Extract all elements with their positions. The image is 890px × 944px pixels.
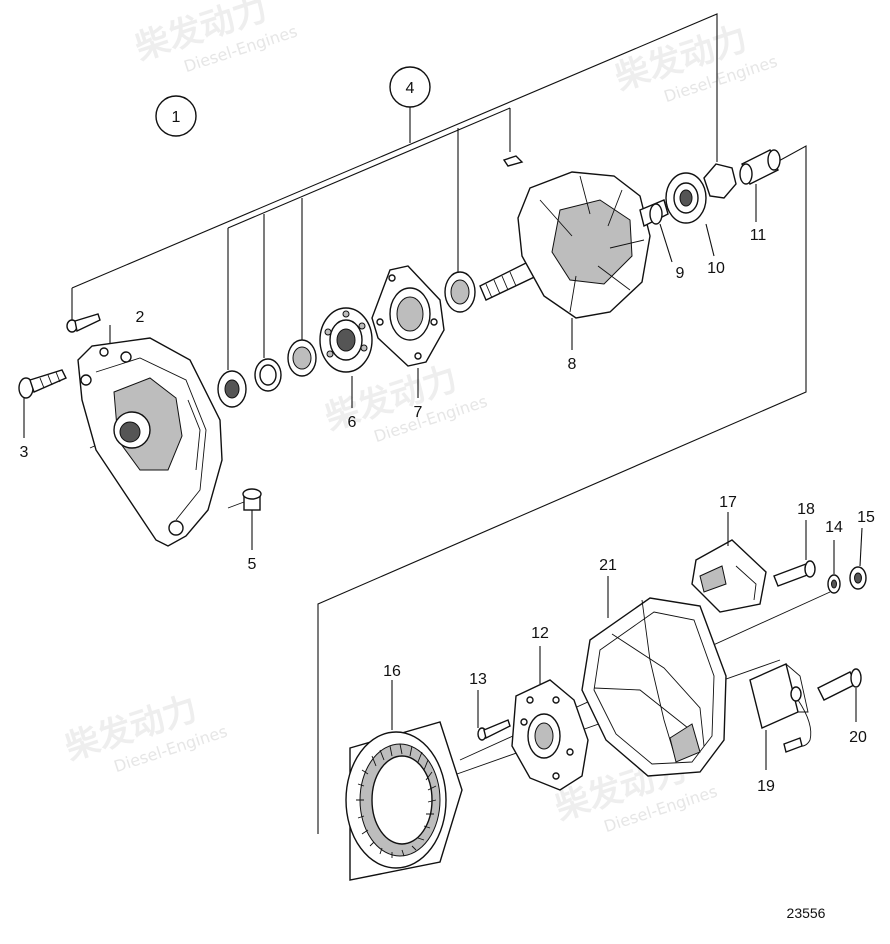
spacer-washer — [254, 358, 282, 392]
cover-part-21 — [581, 576, 727, 777]
bolt-part-18 — [773, 520, 816, 587]
rectifier-part-12 — [511, 646, 589, 791]
part-labels: 2 3 5 6 7 8 9 10 11 12 13 14 15 16 17 18… — [20, 227, 875, 795]
spacer-ring — [287, 339, 317, 377]
label-part-7: 7 — [414, 404, 423, 421]
nut — [217, 370, 247, 408]
label-part-18: 18 — [797, 501, 815, 518]
bolt-part-20 — [817, 668, 862, 722]
screw-part-13 — [477, 690, 511, 741]
label-part-12: 12 — [531, 625, 549, 642]
regulator-part-17 — [691, 512, 767, 613]
drawing-reference-number: 23556 — [787, 905, 826, 921]
label-part-8: 8 — [568, 356, 577, 373]
stator-part-16 — [345, 680, 463, 881]
capacitor-part-19 — [749, 663, 812, 770]
label-part-2: 2 — [136, 309, 145, 326]
callout-1-label: 1 — [172, 109, 181, 126]
bushing-part-5 — [227, 488, 262, 550]
label-part-15: 15 — [857, 509, 875, 526]
seal-ring — [444, 271, 476, 313]
bearing-part-10 — [665, 163, 737, 257]
label-part-19: 19 — [757, 778, 775, 795]
callout-4: 4 — [389, 66, 431, 108]
label-part-9: 9 — [676, 265, 685, 282]
slip-ring-part-9 — [649, 203, 673, 263]
sleeve-part-11 — [739, 149, 781, 222]
label-part-20: 20 — [849, 729, 867, 746]
label-part-13: 13 — [469, 671, 487, 688]
label-part-5: 5 — [248, 556, 257, 573]
label-part-14: 14 — [825, 519, 843, 536]
screw-part-3 — [18, 369, 67, 438]
label-part-16: 16 — [383, 663, 401, 680]
label-part-6: 6 — [348, 414, 357, 431]
label-part-21: 21 — [599, 557, 617, 574]
leader-lines — [71, 13, 831, 834]
callout-1: 1 — [155, 95, 197, 137]
nut-part-15 — [849, 527, 867, 590]
screw-small — [66, 313, 101, 333]
label-part-10: 10 — [707, 260, 725, 277]
label-part-3: 3 — [20, 444, 29, 461]
end-housing-part-2 — [77, 337, 223, 547]
bearing-part-6 — [319, 307, 373, 408]
rotor-part-8 — [479, 155, 669, 350]
label-part-11: 11 — [750, 227, 767, 244]
callout-4-label: 4 — [406, 80, 415, 97]
label-part-17: 17 — [719, 494, 737, 511]
bearing-plate-part-7 — [371, 265, 445, 398]
washer-part-14 — [827, 540, 841, 594]
